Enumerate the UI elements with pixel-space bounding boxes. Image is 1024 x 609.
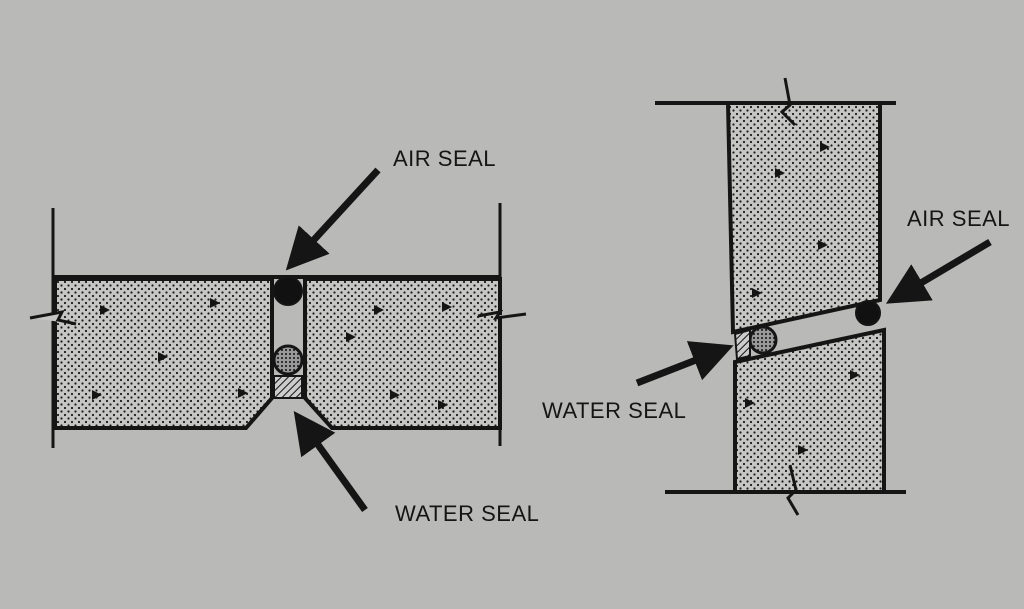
left-concrete-panel (53, 277, 274, 430)
right-concrete-panel (303, 277, 502, 430)
left-air-seal-label: AIR SEAL (393, 146, 496, 171)
lower-concrete-panel (733, 327, 886, 494)
backer-rod (733, 328, 751, 361)
water-seal-bead (272, 344, 304, 376)
water-seal-bead (748, 325, 778, 355)
air-seal-bead (855, 300, 881, 326)
air-seal-bead (273, 276, 303, 306)
vertical-joint-detail (635, 77, 992, 516)
left-water-seal-label: WATER SEAL (395, 501, 539, 526)
air-seal-arrow (885, 238, 992, 304)
right-water-seal-label: WATER SEAL (542, 398, 686, 423)
horizontal-joint-detail (29, 167, 527, 513)
right-air-seal-label: AIR SEAL (907, 206, 1010, 231)
air-seal-arrow (285, 167, 381, 271)
water-seal-arrow (635, 341, 734, 387)
upper-concrete-panel (725, 101, 882, 335)
water-seal-arrow (293, 410, 368, 513)
backer-rod (273, 375, 303, 399)
